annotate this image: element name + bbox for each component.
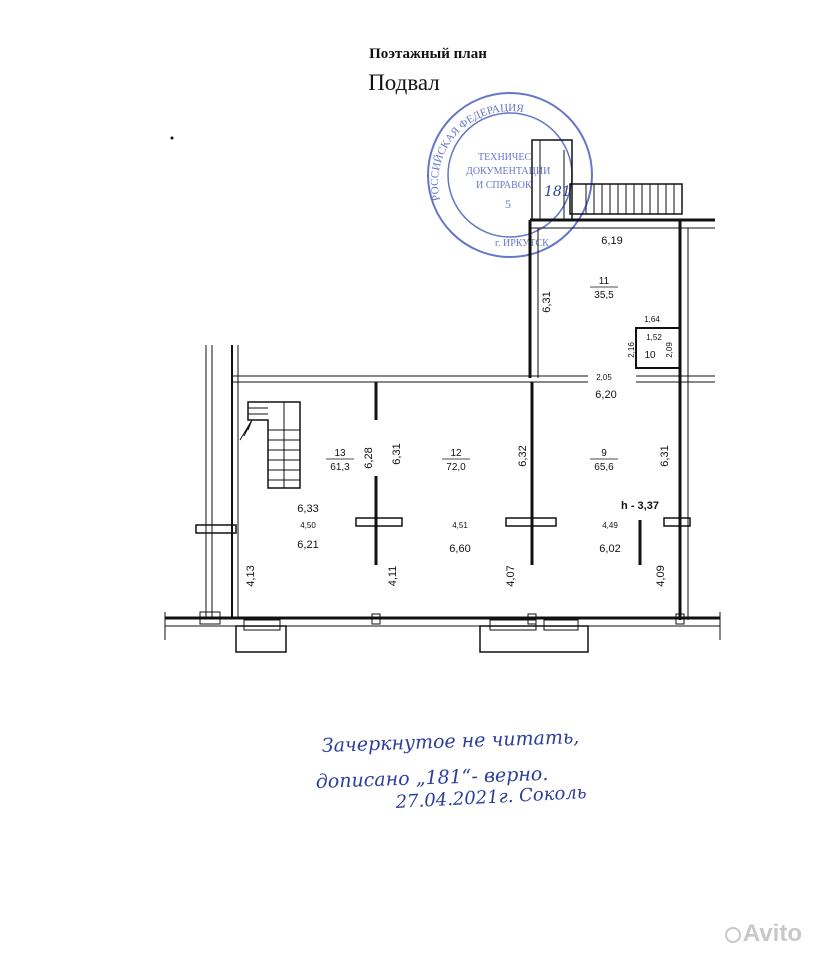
room-12-id: 12 bbox=[450, 448, 462, 459]
dim-w-13-bot: 6,21 bbox=[297, 539, 318, 551]
room-12-area: 72,0 bbox=[446, 462, 466, 473]
dim-h-13a: 6,28 bbox=[363, 447, 375, 468]
dim-w-12-mid: 4,51 bbox=[452, 521, 468, 530]
dim-height-11: 6,31 bbox=[541, 291, 553, 312]
stamp-line1: ТЕХНИЧЕС bbox=[478, 152, 531, 163]
stamp-line2: ДОКУМЕНТАЦИИ bbox=[466, 166, 550, 177]
dim-room9-width: 6,20 bbox=[595, 389, 616, 401]
stamp-number: 5 bbox=[505, 197, 511, 211]
dim-h-bot1: 4,13 bbox=[245, 565, 257, 586]
room-11-id: 11 bbox=[599, 276, 610, 287]
walls bbox=[164, 139, 721, 653]
dim-small-h1: 2,16 bbox=[627, 342, 636, 358]
dim-h-bot4: 4,09 bbox=[655, 565, 667, 586]
avito-logo-icon bbox=[724, 926, 741, 943]
room-13-area: 61,3 bbox=[330, 462, 350, 473]
room-10-id: 10 bbox=[644, 350, 656, 361]
room-13-id: 13 bbox=[334, 448, 346, 459]
handwritten-annotation: Зачеркнутое не читать, дописано „181“- в… bbox=[315, 726, 587, 813]
plan-subtitle: Подвал bbox=[368, 70, 440, 95]
stamp-handwritten-mark: 181 bbox=[544, 184, 571, 200]
dim-small-h2: 2,09 bbox=[665, 342, 674, 358]
room-9-id: 9 bbox=[601, 448, 607, 459]
stamp-city: г. ИРКУТСК bbox=[495, 238, 549, 249]
stamp: РОССИЙСКАЯ ФЕДЕРАЦИЯ г. ИРКУТСК ТЕХНИЧЕС… bbox=[427, 92, 593, 258]
dim-small-b: 2,05 bbox=[596, 373, 612, 382]
annotation-line1: Зачеркнутое не читать, bbox=[321, 726, 579, 757]
avito-watermark: Avito bbox=[724, 920, 802, 948]
room-11-area: 35,5 bbox=[594, 290, 614, 301]
watermark-text: Avito bbox=[742, 920, 802, 947]
dim-small-w2: 1,52 bbox=[646, 333, 662, 342]
dim-top-width-11: 6,19 bbox=[601, 235, 622, 247]
dim-h-bot3: 4,07 bbox=[505, 565, 517, 586]
dim-w-9-bot: 6,02 bbox=[599, 543, 620, 555]
ceiling-height: h - 3,37 bbox=[621, 500, 659, 512]
stamp-line3: И СПРАВОК bbox=[476, 180, 532, 191]
dim-h-bot2: 4,11 bbox=[387, 566, 399, 587]
dim-w-13-top: 6,33 bbox=[297, 503, 318, 515]
dim-small-w: 1,64 bbox=[644, 315, 660, 324]
dim-w-12-bot: 6,60 bbox=[449, 543, 470, 555]
plan-title: Поэтажный план bbox=[369, 46, 487, 62]
room-9-area: 65,6 bbox=[594, 462, 614, 473]
dim-h-9: 6,31 bbox=[659, 445, 671, 466]
dim-w-9-mid: 4,49 bbox=[602, 521, 618, 530]
dimension-labels: 6,19 6,31 1,64 1,52 2,16 2,09 2,05 6,20 … bbox=[245, 235, 674, 587]
dim-w-13-mid: 4,50 bbox=[300, 521, 316, 530]
dim-h-13b: 6,31 bbox=[391, 443, 403, 464]
dim-h-12: 6,32 bbox=[517, 445, 529, 466]
room-labels: 13 61,3 12 72,0 9 65,6 11 35,5 10 bbox=[326, 276, 656, 473]
